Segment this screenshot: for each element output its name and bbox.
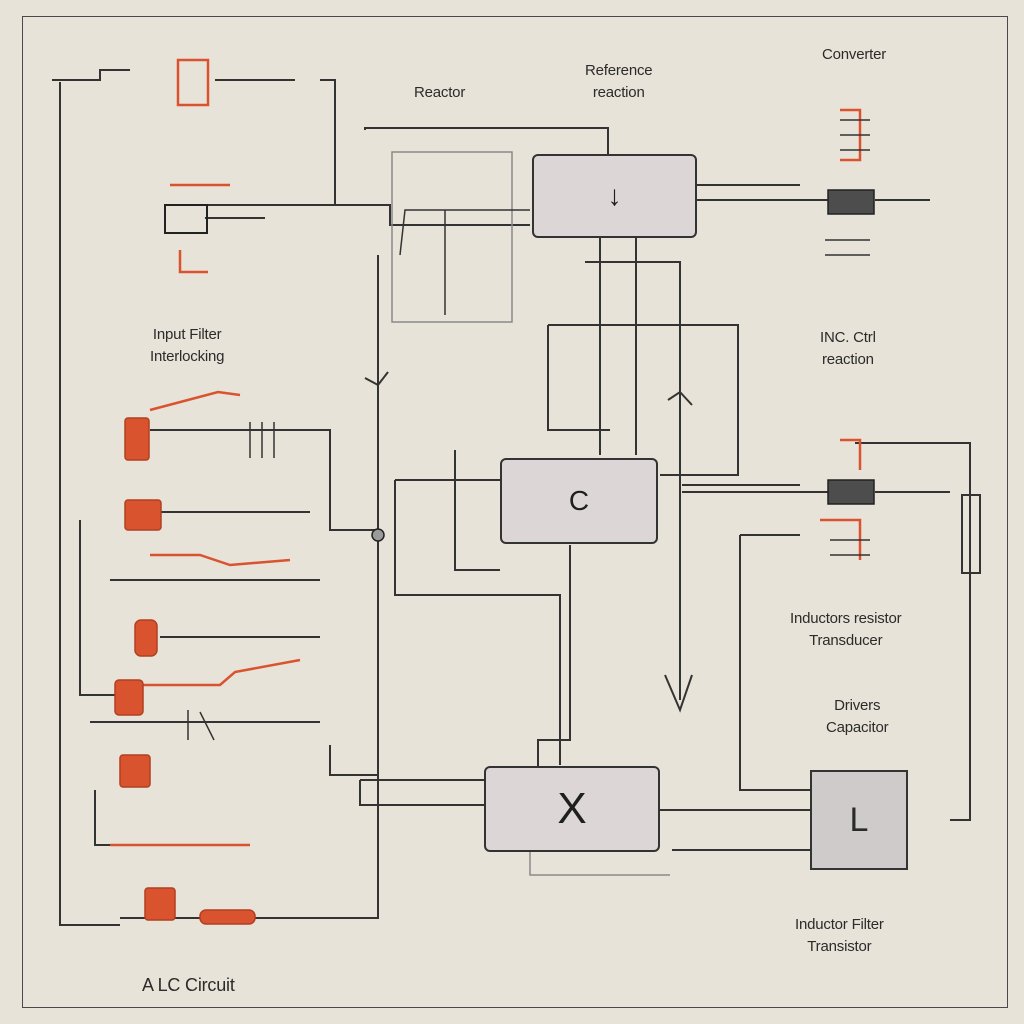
arrow-left-mid (364, 371, 389, 387)
connector-mid-right (827, 479, 875, 505)
label-line: reaction (592, 84, 645, 101)
red-capacitor-2 (124, 499, 162, 531)
wire-inner-loop (547, 325, 610, 431)
red-capacitor-3 (134, 619, 158, 657)
wire-mid-feed (205, 204, 530, 226)
reference-box (391, 151, 513, 323)
label-inductor-filter: Inductor Filter Transistor (795, 914, 884, 958)
label-line: Reference (585, 62, 653, 79)
right-resistor (961, 494, 981, 574)
red-inductor-top (176, 58, 210, 107)
diagram-frame (22, 16, 1008, 1008)
label-reactor: Reactor (414, 84, 466, 101)
wire-bottom-under (529, 850, 670, 876)
label-line: Drivers (834, 697, 881, 714)
block-top: ↓ (532, 154, 697, 238)
wire-left-row-3 (79, 520, 120, 696)
label-line: Inductor Filter (795, 916, 884, 933)
block-bottom-symbol: X (557, 784, 587, 833)
label-line: Inductors resistor (790, 610, 902, 627)
label-line: INC. Ctrl (820, 329, 876, 346)
red-resistor-top (178, 250, 208, 274)
wire-bottom-left-2 (359, 780, 484, 806)
label-drivers: Drivers Capacitor (826, 695, 889, 739)
block-right-symbol: L (849, 800, 869, 839)
wire-left-bus (59, 82, 120, 926)
red-capacitor-7 (199, 909, 256, 925)
connector-left-top (164, 204, 208, 234)
label-converter: Converter (822, 46, 887, 63)
wire-center-left (454, 450, 500, 571)
wire-center-left-2 (394, 480, 561, 765)
block-bottom: X (484, 766, 660, 852)
label-reference-reaction: Reference reaction (585, 60, 653, 104)
label-inc-ctrl: INC. Ctrl reaction (820, 327, 876, 371)
wire-top-left (52, 69, 130, 81)
label-line: Input Filter (152, 326, 222, 343)
wire-inner-loop-2 (548, 324, 739, 476)
red-lead-1 (149, 390, 241, 412)
red-lead-2 (150, 553, 291, 567)
red-right-lower (820, 518, 862, 560)
label-line: Transducer (809, 632, 883, 649)
wire-center-bottom (537, 545, 571, 768)
wire-ref-inner (399, 209, 530, 256)
wire-upper-loop (364, 127, 609, 155)
down-arrow-icon: ↓ (607, 180, 622, 211)
red-lead-3 (140, 658, 301, 687)
red-capacitor-1 (124, 417, 150, 461)
label-line: reaction (821, 351, 874, 368)
coil-line (199, 711, 215, 741)
arrow-center-right (667, 390, 693, 406)
block-right: L (810, 770, 908, 870)
wire-right-far (855, 442, 971, 821)
wire-right-col-2 (739, 535, 810, 791)
junction-node (371, 528, 385, 542)
arrow-down-mid (664, 674, 693, 713)
wire-left-row-8 (329, 745, 378, 776)
label-line: Interlocking (150, 348, 225, 365)
connector-top-right (827, 189, 875, 215)
red-right-mid (840, 438, 862, 470)
block-center-symbol: C (568, 485, 590, 516)
wire-left-row-1 (150, 429, 378, 531)
wire-top-down-3 (585, 261, 681, 700)
block-center: C (500, 458, 658, 544)
wire-left-row-7 (94, 790, 250, 846)
red-capacitor-5 (119, 754, 151, 788)
label-line: Transistor (807, 938, 872, 955)
red-capacitor-4 (114, 679, 144, 716)
label-line: Capacitor (826, 719, 889, 736)
label-lc-circuit: A LC Circuit (142, 975, 235, 995)
red-capacitor-6 (144, 887, 176, 921)
label-input-filter: Input Filter Interlocking (150, 324, 225, 368)
label-inductors-resistor: Inductors resistor Transducer (790, 608, 902, 652)
wire-top-drop (320, 79, 336, 205)
